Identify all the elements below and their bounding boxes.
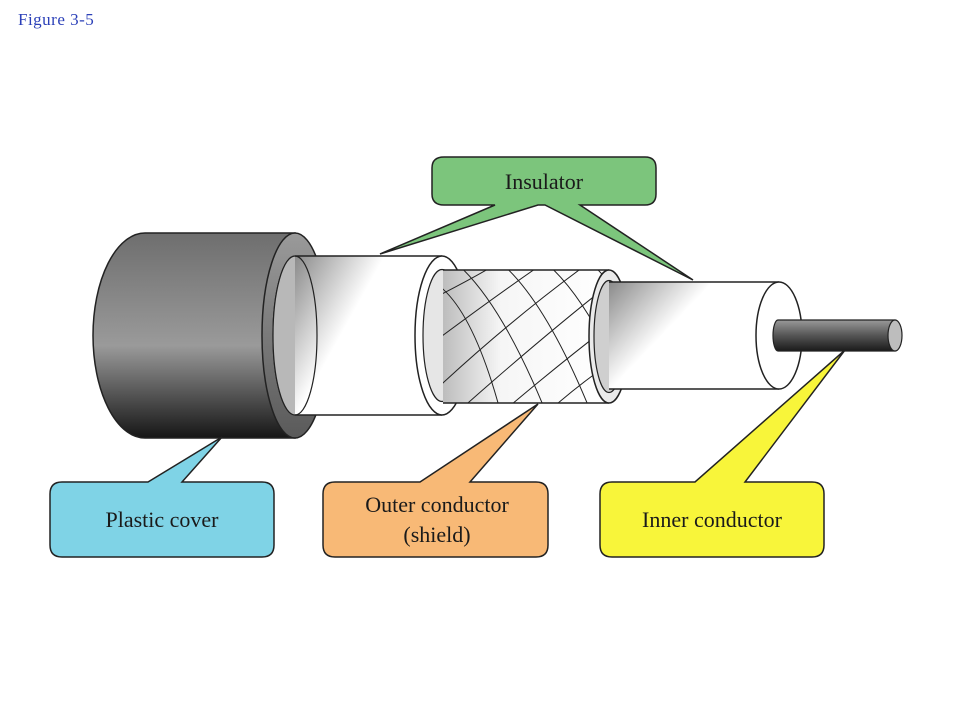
- insulator-callout-shape: [379, 156, 694, 281]
- plastic-cover-label: Plastic cover: [105, 507, 219, 532]
- outer-conductor-callout-shape: [322, 403, 549, 558]
- outer-conductor-label-line2: (shield): [403, 522, 470, 547]
- plastic-cover-callout-shape: [49, 436, 275, 558]
- outer-conductor-callout: Outer conductor (shield): [322, 403, 549, 558]
- outer-conductor-shield-segment: [443, 269, 630, 404]
- plastic-cover-callout: Plastic cover: [49, 436, 275, 558]
- inner-conductor-label: Inner conductor: [642, 507, 783, 532]
- inner-conductor-callout: Inner conductor: [599, 349, 846, 558]
- figure-label: Figure 3-5: [18, 10, 95, 29]
- insulator-label: Insulator: [505, 169, 584, 194]
- inner-conductor-callout-shape: [599, 349, 846, 558]
- insulator-callout: Insulator: [379, 156, 694, 281]
- inner-conductor-wire: [772, 319, 903, 352]
- outer-insulator-segment: [272, 255, 470, 416]
- outer-conductor-label-line1: Outer conductor: [365, 492, 509, 517]
- inner-insulator-segment: [609, 281, 803, 390]
